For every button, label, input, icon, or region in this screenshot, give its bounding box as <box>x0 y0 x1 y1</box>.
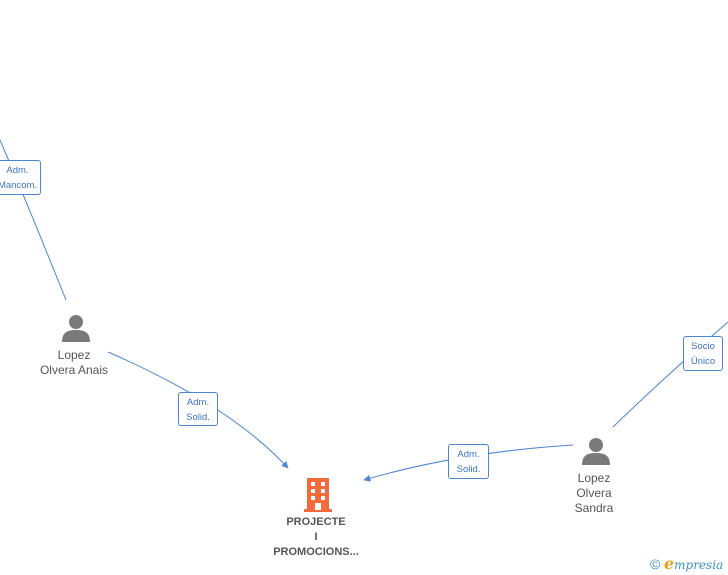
person-sandra-line1: Lopez <box>577 471 611 485</box>
edge-label-anais-line2: Solid. <box>186 412 210 423</box>
brand-initial: e <box>663 554 675 573</box>
edge-label-sandra-line1: Adm. <box>457 449 480 460</box>
edge-label-top-left-line1: Adm. <box>6 165 29 176</box>
person-anais-label[interactable]: Lopez Olvera Anais <box>24 348 124 378</box>
edge-label-sandra-to-company[interactable]: Adm. Solid. <box>448 444 489 479</box>
edge-label-right-line1: Socio <box>691 341 715 352</box>
company-line2: I <box>314 531 318 543</box>
person-anais-line1: Lopez <box>57 348 91 362</box>
company-line1: PROJECTE <box>286 516 346 528</box>
company-line3: PROMOCIONS... <box>273 546 359 558</box>
person-icon[interactable] <box>581 436 611 466</box>
edge-label-right-line2: Único <box>690 356 716 367</box>
brand-watermark: © empresia <box>650 554 723 573</box>
edge-label-top-left[interactable]: Adm. Mancom. <box>0 160 41 195</box>
person-sandra-line2: Olvera <box>576 486 612 500</box>
copyright-icon: © <box>650 556 661 572</box>
building-icon[interactable] <box>303 476 333 512</box>
edge-top-left <box>0 139 67 301</box>
person-icon[interactable] <box>61 313 91 343</box>
brand-name: mpresia <box>674 558 724 572</box>
person-anais-line2: Olvera Anais <box>39 363 109 377</box>
edge-right <box>612 321 728 428</box>
edge-label-anais-line1: Adm. <box>186 397 210 408</box>
edge-label-sandra-line2: Solid. <box>456 464 481 475</box>
company-label[interactable]: PROJECTE I PROMOCIONS... <box>256 515 376 560</box>
person-sandra-label[interactable]: Lopez Olvera Sandra <box>554 471 634 516</box>
edge-label-right[interactable]: Socio Único <box>683 336 723 371</box>
edge-label-anais-to-company[interactable]: Adm. Solid. <box>178 392 218 426</box>
edge-label-top-left-line2: Mancom. <box>0 180 38 191</box>
person-sandra-line3: Sandra <box>574 501 614 515</box>
